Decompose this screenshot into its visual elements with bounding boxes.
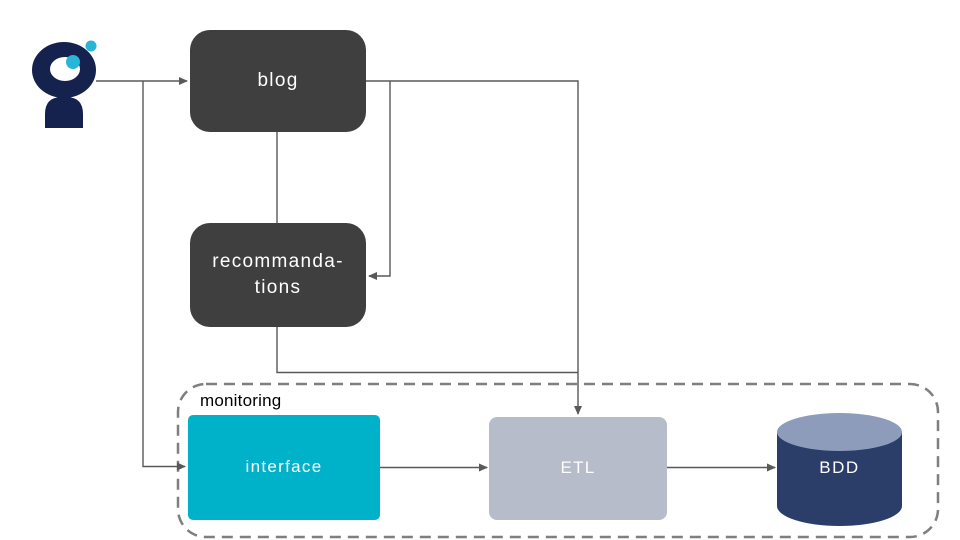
node-interface-label: interface xyxy=(245,457,323,477)
node-interface: interface xyxy=(188,415,380,520)
logo-teal-dot-large xyxy=(66,55,80,69)
logo-body xyxy=(45,97,83,128)
logo-icon xyxy=(32,40,97,128)
monitoring-container-label: monitoring xyxy=(200,391,282,410)
node-bdd-label: BDD xyxy=(777,442,902,494)
connector-recommendations-to-etl xyxy=(276,327,578,374)
logo-teal-dot-small xyxy=(85,40,97,52)
node-recommendations-label: recommanda- tions xyxy=(212,251,344,298)
bdd-cylinder-top xyxy=(777,413,902,451)
monitoring-container-border xyxy=(176,382,940,539)
bdd-cylinder-body xyxy=(777,432,902,526)
connector-blog-to-recommendations-side xyxy=(368,81,391,280)
connector-blog-to-etl xyxy=(366,80,582,415)
node-blog-label: blog xyxy=(257,70,299,92)
bdd-cylinder xyxy=(777,413,902,526)
node-bdd-label-text: BDD xyxy=(819,458,860,477)
node-blog: blog xyxy=(190,30,366,132)
node-etl: ETL xyxy=(489,417,667,520)
node-recommendations: recommanda- tions xyxy=(190,223,366,327)
connector-logo-to-interface xyxy=(142,81,186,471)
node-etl-label: ETL xyxy=(560,458,596,478)
